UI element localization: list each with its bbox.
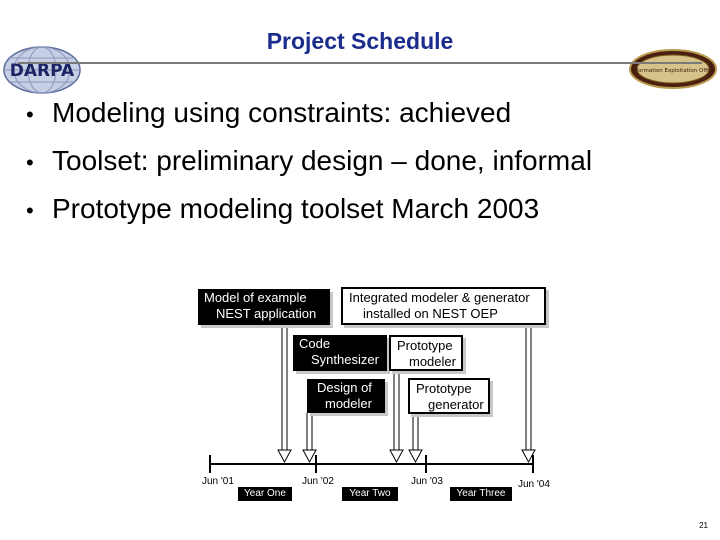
milestone-label: Integrated modeler & generator — [349, 290, 530, 305]
milestone-label: Synthesizer — [311, 352, 379, 367]
bullet-item: •Toolset: preliminary design – done, inf… — [26, 138, 592, 186]
milestone-design-of-modeler: Design of modeler — [307, 379, 385, 413]
milestone-label: generator — [428, 397, 484, 412]
milestone-label: Model of example — [204, 290, 307, 305]
milestone-model-example: Model of example NEST application — [198, 289, 330, 325]
tick-label: Jun '03 — [411, 476, 443, 487]
bullet-list: •Modeling using constraints: achieved •T… — [26, 90, 592, 234]
bullet-text: Toolset: preliminary design – done, info… — [52, 145, 593, 176]
bullet-item: •Modeling using constraints: achieved — [26, 90, 592, 138]
page-number: 21 — [699, 521, 708, 530]
bullet-text: Prototype modeling toolset March 2003 — [52, 193, 540, 224]
tick-label: Jun '04 — [518, 479, 550, 490]
year-box: Year Three — [450, 487, 512, 501]
darpa-logo: DARPA — [2, 44, 82, 96]
milestone-label: Code — [299, 336, 331, 351]
milestone-integrated: Integrated modeler & generator installed… — [341, 287, 546, 325]
milestone-label: Prototype — [397, 338, 453, 353]
bullet-item: •Prototype modeling toolset March 2003 — [26, 186, 592, 234]
tick-label: Jun '02 — [302, 476, 334, 487]
title-divider — [18, 62, 702, 64]
milestone-label: Prototype — [416, 381, 472, 396]
milestone-label: modeler — [325, 396, 372, 411]
milestone-code-synthesizer: Code Synthesizer — [293, 335, 387, 371]
milestone-label: Design of — [317, 380, 372, 395]
milestone-prototype-modeler: Prototype modeler — [389, 335, 463, 371]
year-box: Year Two — [342, 487, 398, 501]
milestone-label: NEST application — [216, 306, 317, 321]
darpa-logo-text: DARPA — [10, 61, 75, 81]
milestone-label: installed on NEST OEP — [363, 306, 498, 321]
year-box: Year One — [238, 487, 292, 501]
tick-label: Jun '01 — [202, 476, 234, 487]
bullet-text: Modeling using constraints: achieved — [52, 97, 512, 128]
milestone-label: modeler — [409, 354, 456, 369]
milestone-prototype-generator: Prototype generator — [408, 378, 490, 414]
page-title: Project Schedule — [266, 28, 454, 54]
ixo-logo-text: Information Exploitation Office — [631, 68, 716, 74]
